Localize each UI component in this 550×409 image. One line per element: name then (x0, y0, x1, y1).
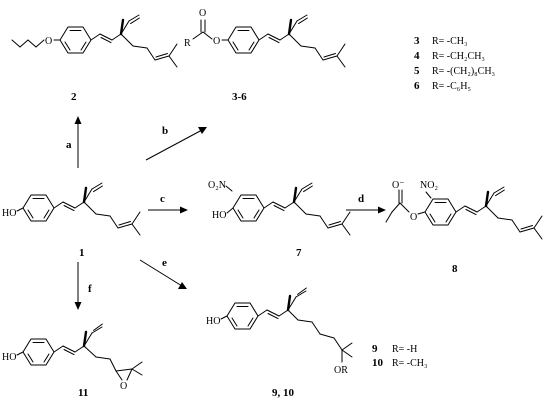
atom-or: OR (334, 365, 348, 376)
r-group-def-6: R= -C₆H₅ (432, 81, 471, 92)
r-group-def-4: R= -CH₂CH₃ (432, 51, 485, 62)
structure-compound-2: O (11, 13, 179, 69)
step-label-b: b (162, 125, 168, 137)
structure-compound-7: O₂N HO (208, 180, 352, 237)
step-label-e: e (162, 257, 167, 269)
step-label-d: d (358, 193, 364, 205)
atom-ho-11: HO (2, 352, 16, 363)
structure-compound-9-10: HO OR (206, 287, 353, 376)
compound-label-8: 8 (452, 263, 458, 275)
atom-o2n: O₂N (208, 180, 226, 191)
step-label-c: c (160, 193, 165, 205)
step-label-f: f (88, 283, 92, 295)
atom-ho-9: HO (206, 316, 220, 327)
r-group-list-3-6: 3 R= -CH₃ 4 R= -CH₂CH₃ 5 R= -(CH₂)₈CH₃ 6… (414, 35, 495, 92)
compound-label-1: 1 (79, 247, 85, 259)
r-group-num-10: 10 (372, 357, 384, 369)
structure-compound-1: HO (2, 181, 142, 237)
r-group-num-4: 4 (414, 50, 420, 62)
r-group-num-9: 9 (372, 343, 378, 355)
r-group-num-6: 6 (414, 80, 420, 92)
compound-label-9-10: 9, 10 (272, 387, 295, 399)
structure-compound-11: HO O (2, 323, 143, 392)
arrow-e (139, 259, 187, 289)
r-group-def-9: R= -H (392, 344, 417, 355)
atom-o-carbonyl: O (199, 8, 206, 19)
compound-label-3-6: 3-6 (232, 91, 247, 103)
atom-r: R (184, 38, 191, 49)
atom-o-ester: O (213, 36, 220, 47)
step-label-a: a (66, 139, 72, 151)
r-group-def-3: R= -CH₃ (432, 36, 468, 47)
arrow-c (148, 206, 188, 214)
r-group-num-5: 5 (414, 65, 420, 77)
compound-label-11: 11 (78, 387, 88, 399)
arrow-d (346, 206, 386, 214)
r-group-list-9-10: 9 R= -H 10 R= -CH₃ (372, 343, 428, 369)
structure-compound-8: O⁻ NO₂ O (385, 180, 544, 241)
compound-label-7: 7 (296, 247, 302, 259)
atom-o-epoxide: O (120, 381, 127, 392)
atom-no2: NO₂ (420, 180, 438, 191)
compound-label-2: 2 (71, 91, 77, 103)
arrow-b (145, 127, 207, 161)
atom-ho: HO (2, 208, 16, 219)
r-group-num-3: 3 (414, 35, 420, 47)
atom-o: O (45, 36, 52, 47)
atom-ho-7: HO (212, 210, 226, 221)
atom-o-minus: O⁻ (392, 180, 405, 191)
atom-o-ester-8: O (410, 212, 417, 223)
r-group-def-5: R= -(CH₂)₈CH₃ (432, 66, 495, 77)
r-group-def-10: R= -CH₃ (392, 358, 428, 369)
arrow-a (74, 116, 82, 168)
arrow-f (74, 262, 82, 310)
structure-compound-3-6: O R O (184, 8, 347, 69)
